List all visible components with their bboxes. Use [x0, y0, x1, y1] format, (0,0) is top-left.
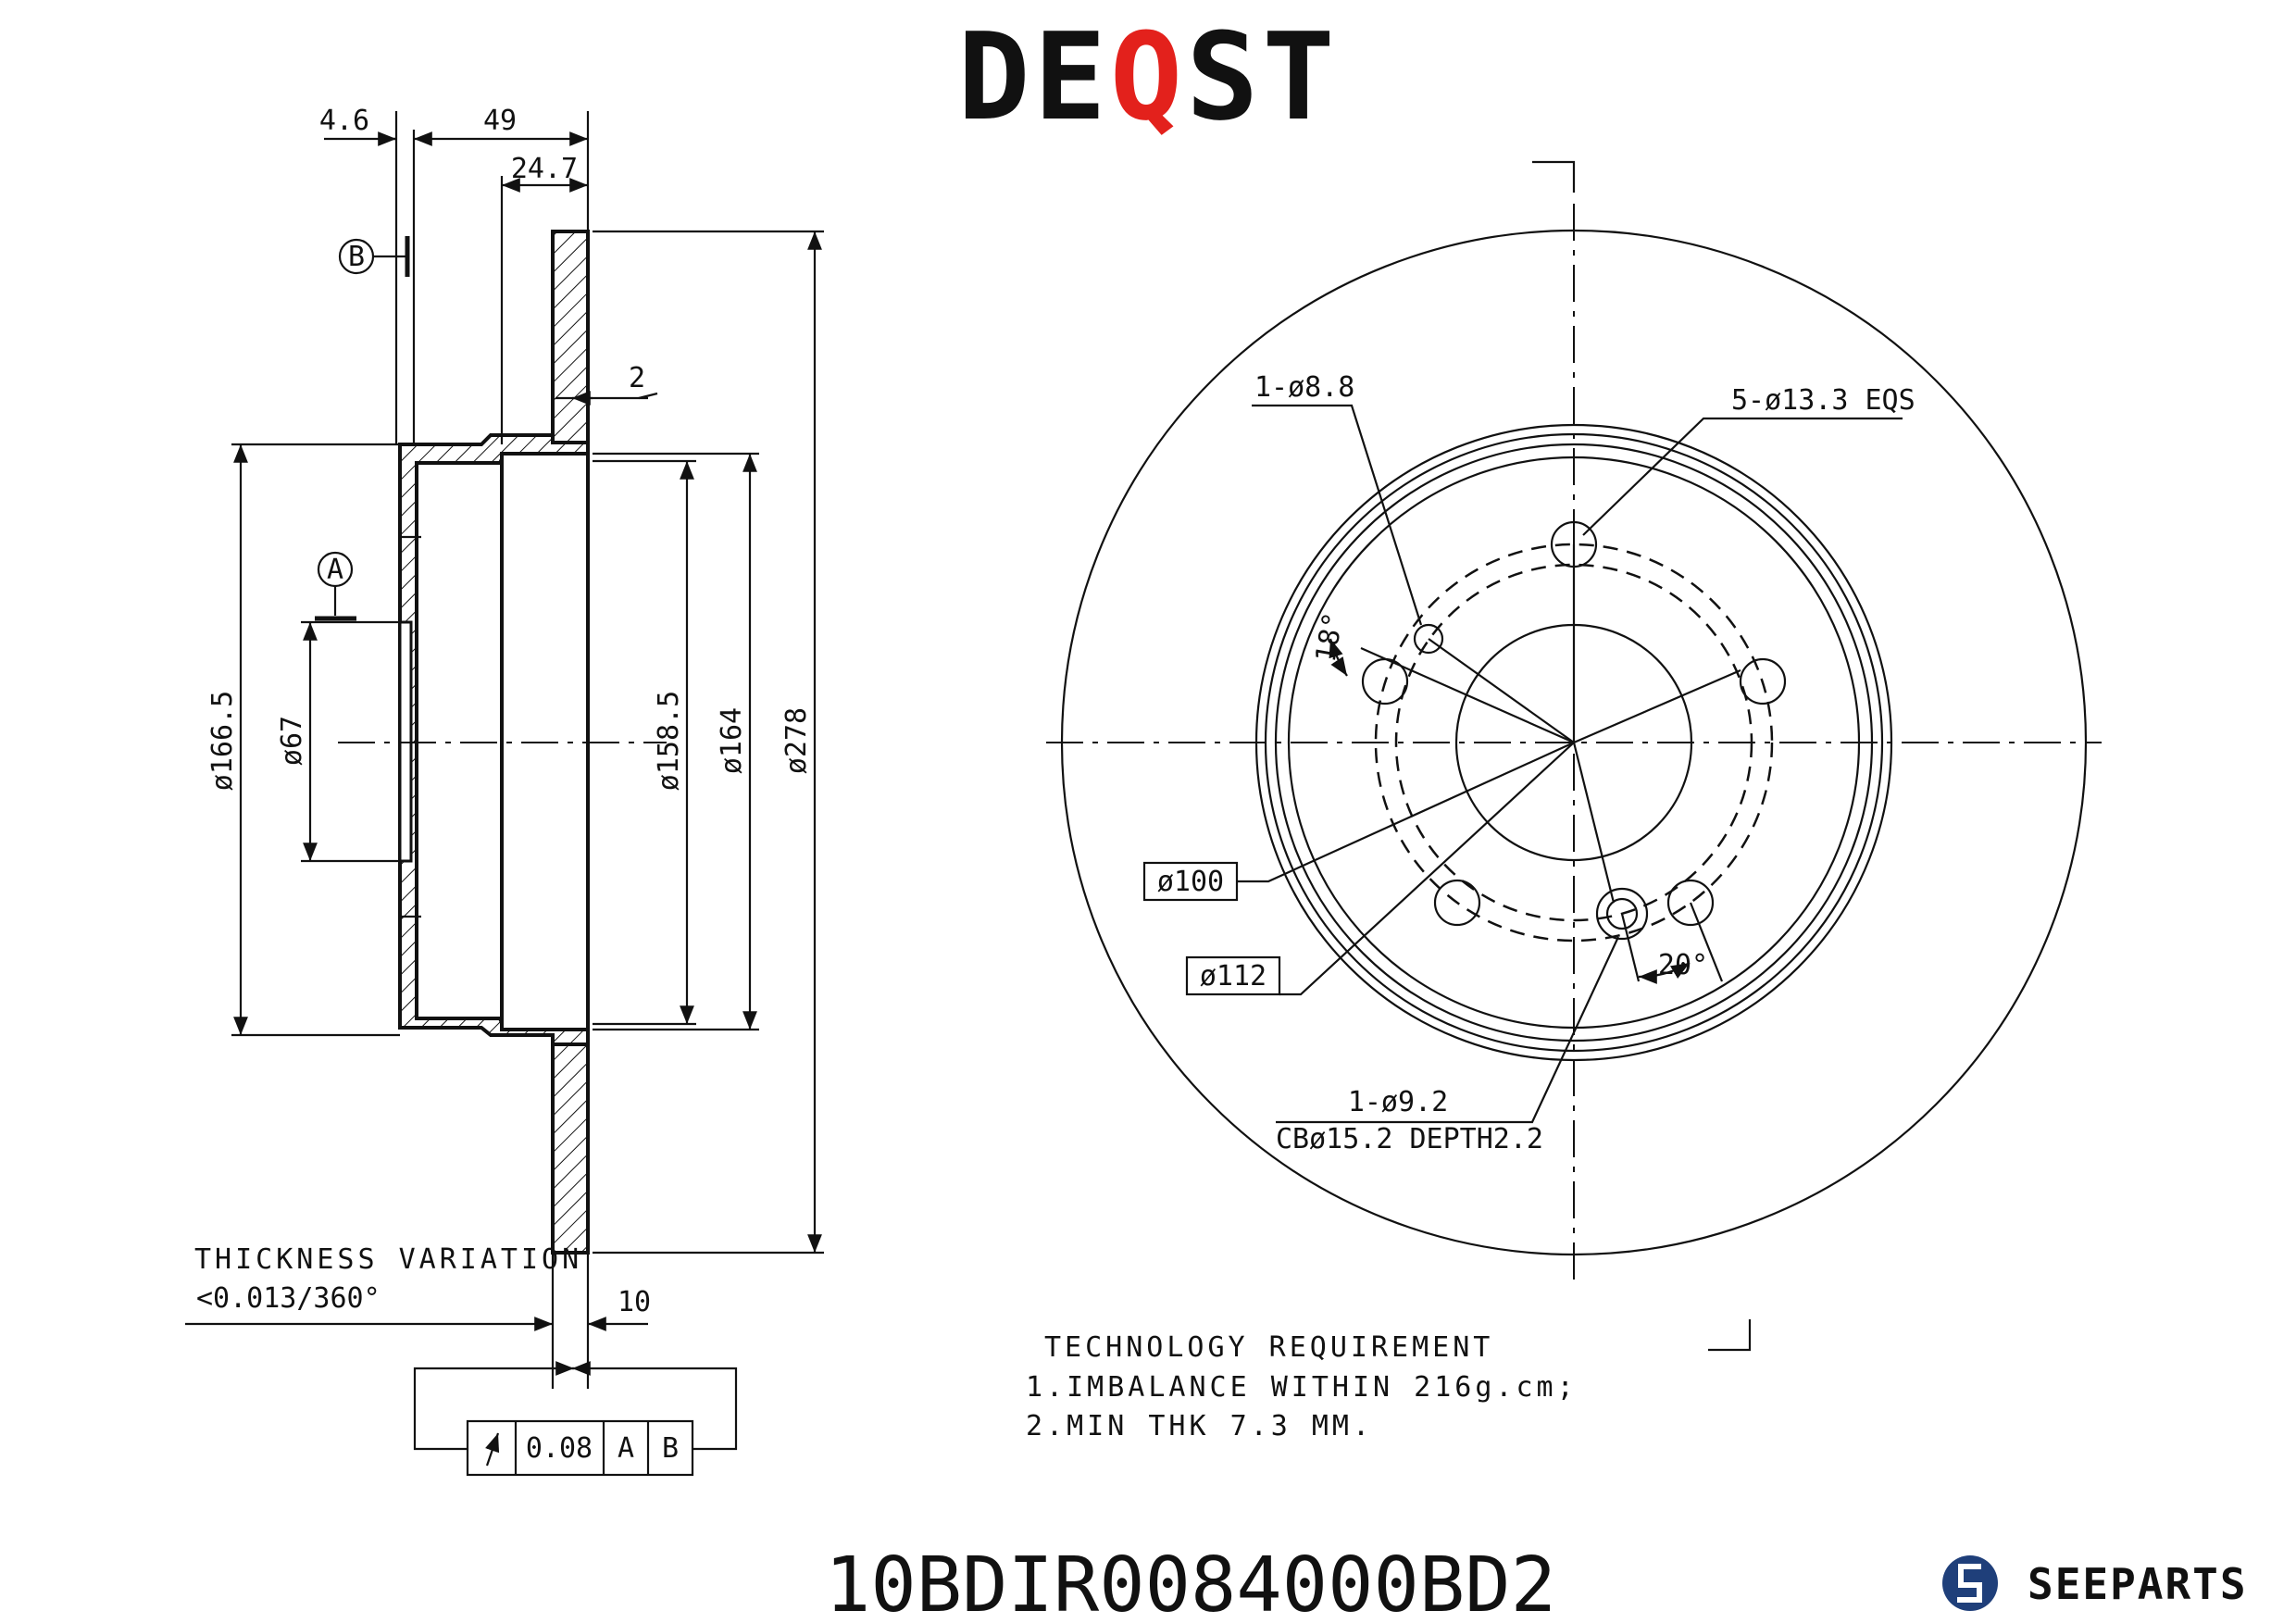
dim-4-6: 4.6: [319, 105, 369, 137]
dim-10: 10: [618, 1286, 651, 1318]
counterbore-hole-outer: [1595, 887, 1649, 941]
side-section-view: 4.6 49 24.7 2 ø166.5 ø67 ø158.5 ø164 ø27…: [185, 105, 824, 1477]
front-view: 1-ø8.8 5-ø13.3 EQS 18° 20° ø100 ø112 1-ø…: [1046, 160, 2102, 1352]
pcd-112-circle: [1374, 543, 1774, 943]
label-bolt-holes: 5-ø13.3 EQS: [1731, 384, 1915, 417]
dim-2: 2: [629, 362, 645, 394]
brand-accent-letter: Q: [1110, 6, 1186, 147]
bolt-hole: [1433, 879, 1481, 927]
requirement-line-2: 2.MIN THK 7.3 MM.: [1026, 1410, 1373, 1442]
bolt-hole: [1739, 657, 1787, 705]
pcd-112-box: [1185, 955, 1281, 996]
datum-b-label: B: [348, 241, 365, 273]
friction-ring-bottom: [551, 1042, 590, 1255]
dim-dia-166-5: ø166.5: [206, 691, 239, 791]
label-pcd-112: ø112: [1200, 960, 1267, 993]
label-angle-20: 20°: [1658, 949, 1708, 981]
brand-logo: DEQST: [957, 6, 1338, 147]
runout-arrow-icon: [485, 1432, 500, 1467]
thickness-variation-value: <0.013/360°: [196, 1282, 381, 1315]
label-pcd-100: ø100: [1157, 866, 1224, 898]
label-cb-hole-line2: CBø15.2 DEPTH2.2: [1276, 1123, 1543, 1155]
tolerance-ref-a: A: [618, 1432, 634, 1465]
friction-ring-top: [551, 230, 590, 444]
dim-49: 49: [483, 105, 517, 137]
thickness-variation-title: THICKNESS VARIATION: [194, 1243, 582, 1276]
label-angle-18: 18°: [1310, 610, 1351, 665]
dim-24-7: 24.7: [511, 153, 578, 185]
hat-inner-body: [415, 461, 504, 1020]
tolerance-value: 0.08: [526, 1432, 593, 1465]
counterbore-hole-inner: [1605, 897, 1639, 930]
technology-requirement: TECHNOLOGY REQUIREMENT 1.IMBALANCE WITHI…: [1026, 1331, 1578, 1442]
brand-prefix: DE: [957, 6, 1110, 147]
seeparts-logo: SEEPARTS: [1942, 1555, 2248, 1611]
label-cb-hole-line1: 1-ø9.2: [1348, 1086, 1448, 1118]
label-hole-8-8: 1-ø8.8: [1254, 371, 1354, 404]
dim-dia-164: ø164: [716, 707, 748, 774]
locating-hole: [1413, 623, 1444, 655]
requirement-title: TECHNOLOGY REQUIREMENT: [1044, 1331, 1493, 1364]
dim-dia-278: ø278: [780, 707, 813, 774]
requirement-line-1: 1.IMBALANCE WITHIN 216g.cm;: [1026, 1371, 1578, 1404]
dim-dia-158-5: ø158.5: [653, 691, 685, 791]
bolt-hole: [1666, 879, 1715, 927]
datum-a-label: A: [327, 554, 343, 586]
seeparts-wordmark: SEEPARTS: [2028, 1559, 2248, 1609]
tolerance-frame: [466, 1419, 694, 1477]
dim-dia-67: ø67: [276, 716, 308, 766]
tolerance-ref-b: B: [662, 1432, 679, 1465]
brand-suffix: ST: [1186, 6, 1339, 147]
part-number: 10BDIR0084000BD2: [825, 1542, 1556, 1623]
